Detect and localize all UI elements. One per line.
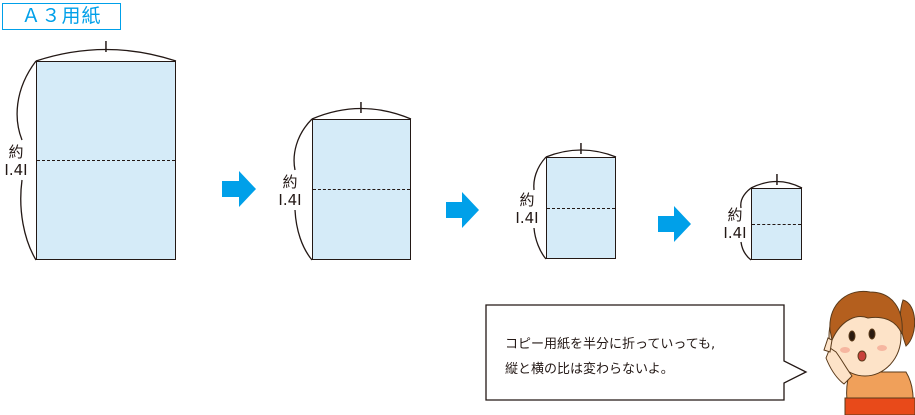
diagram-title: Ａ３用紙 [2, 3, 121, 30]
height-bracket [740, 187, 752, 209]
fold-line [752, 224, 801, 225]
ratio-label: 約 Ⅰ.4Ⅰ [715, 206, 755, 242]
ratio-label-prefix: 約 [8, 143, 24, 161]
paper-a6 [751, 188, 802, 260]
width-bracket [750, 180, 803, 189]
width-label: Ⅰ [103, 38, 109, 56]
ratio-label: 約 Ⅰ.4Ⅰ [270, 173, 310, 209]
speech-line-2: 縦と横の比は変わらないよ。 [505, 362, 674, 377]
height-bracket [740, 241, 752, 261]
arrow-icon [658, 206, 691, 242]
ratio-label-value: Ⅰ.4Ⅰ [723, 224, 747, 242]
height-bracket [20, 179, 37, 261]
paper-a4 [312, 119, 411, 260]
height-bracket [533, 227, 547, 260]
ratio-label: 約 Ⅰ.4Ⅰ [507, 191, 547, 227]
arrow-icon [222, 171, 256, 207]
width-bracket [35, 48, 177, 62]
paper-a5 [546, 157, 616, 259]
speech-line-1: コピー用紙を半分に折っていっても, [505, 337, 716, 352]
girl-icon [823, 290, 915, 415]
fold-line [547, 208, 615, 209]
paper-a3 [36, 61, 176, 260]
ratio-label-value: Ⅰ.4Ⅰ [4, 161, 28, 179]
ratio-label: 約 Ⅰ.4Ⅰ [0, 143, 36, 179]
ratio-label-value: Ⅰ.4Ⅰ [278, 191, 302, 209]
speech-bubble [485, 304, 808, 401]
width-bracket [545, 149, 617, 158]
width-label: Ⅰ [774, 171, 780, 189]
fold-line [313, 189, 410, 190]
height-bracket [16, 60, 37, 141]
arrow-icon [446, 192, 479, 228]
height-bracket [294, 209, 313, 261]
height-bracket [533, 156, 547, 191]
width-bracket [311, 107, 412, 120]
ratio-label-prefix: 約 [282, 173, 298, 191]
ratio-label-prefix: 約 [727, 206, 743, 224]
width-label: Ⅰ [578, 140, 584, 158]
ratio-label-value: Ⅰ.4Ⅰ [515, 209, 539, 227]
height-bracket [293, 118, 313, 171]
speech-text: コピー用紙を半分に折っていっても, 縦と横の比は変わらないよ。 [505, 332, 785, 382]
ratio-label-prefix: 約 [519, 191, 535, 209]
fold-line [37, 160, 175, 161]
